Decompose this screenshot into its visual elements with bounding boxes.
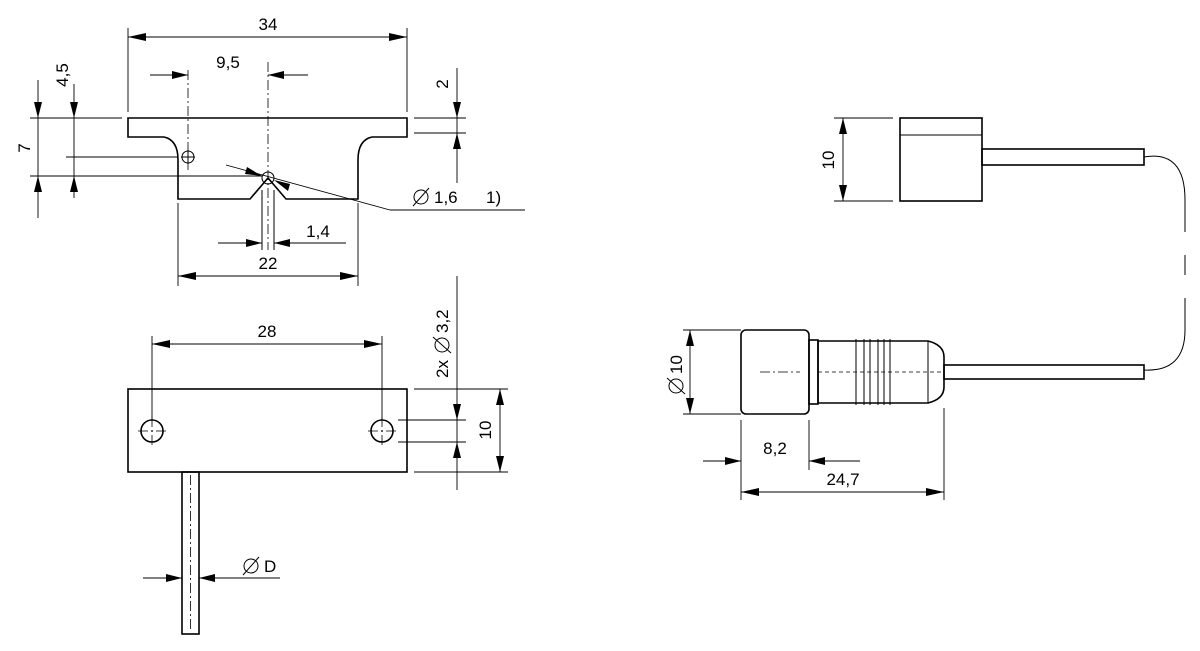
dim-cylinder-head-length: 8,2	[763, 439, 787, 458]
dim-base-width: 22	[259, 254, 278, 273]
side-profile-view: 34 9,5 4,5 7 2	[15, 15, 525, 286]
dim-right-block-height: 10	[819, 151, 838, 170]
dim-body-height: 10	[476, 421, 495, 440]
dim-top-height-small: 4,5	[53, 63, 72, 87]
dim-cylinder-total-length: 24,7	[826, 470, 859, 489]
block-cable	[981, 148, 1145, 166]
mount-holes-prefix: 2x	[433, 360, 452, 378]
diameter-icon	[666, 377, 686, 395]
cylinder-neck	[808, 339, 819, 405]
dim-mount-hole-diameter: 3,2	[433, 309, 452, 333]
sensor-block	[899, 117, 983, 202]
dim-cable-diameter: D	[264, 557, 276, 576]
diameter-icon	[412, 187, 430, 207]
dim-cylinder-diameter: 10	[667, 355, 686, 374]
dim-top-height-total: 7	[15, 143, 34, 152]
cylinder-cable	[943, 364, 1145, 380]
cable-run	[1143, 155, 1186, 232]
diameter-icon	[242, 556, 260, 576]
dim-notch-width: 1,4	[306, 222, 330, 241]
top-view: 28 2x 3,2 10 D	[127, 276, 508, 635]
top-view-body	[127, 388, 408, 473]
note-ref: 1)	[486, 188, 501, 207]
dim-hole-offset: 9,5	[216, 53, 240, 72]
dim-hole-spacing: 28	[258, 322, 277, 341]
diameter-icon	[432, 336, 452, 354]
cylinder-body	[817, 340, 945, 404]
dim-hole-diameter: 1,6	[434, 188, 458, 207]
dim-flange-thickness: 2	[433, 79, 452, 88]
dim-top-width: 34	[259, 15, 278, 34]
cable-stub	[181, 471, 200, 635]
sensor-assembly-view: 10 10	[666, 117, 1186, 500]
side-profile-outline	[127, 117, 408, 200]
